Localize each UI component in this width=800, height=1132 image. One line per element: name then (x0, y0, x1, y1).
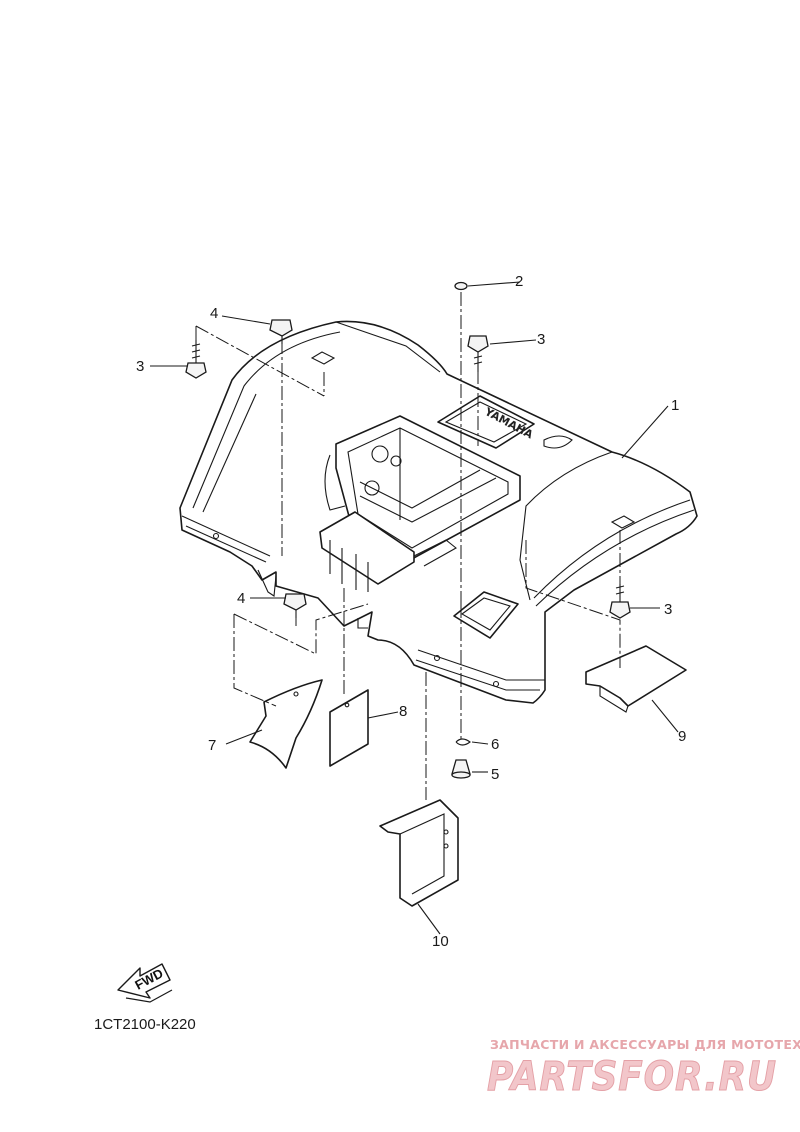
fwd-arrow-icon: FWD (117, 963, 173, 1003)
screw-3-left (185, 340, 207, 379)
callout-9: 9 (678, 728, 686, 745)
callout-3-left: 3 (136, 358, 144, 375)
plate-8 (329, 689, 369, 767)
callout-4-bottom: 4 (237, 590, 245, 607)
cap-plug-2 (454, 281, 468, 291)
mud-flap-7 (249, 679, 323, 769)
cover-9 (585, 645, 687, 713)
callout-5: 5 (491, 766, 499, 783)
callout-2: 2 (515, 273, 523, 290)
callout-4-top: 4 (210, 305, 218, 322)
callout-10: 10 (432, 933, 449, 950)
clip-6 (455, 738, 471, 746)
callout-6: 6 (491, 736, 499, 753)
watermark-tagline: ЗАПЧАСТИ И АКСЕССУАРЫ ДЛЯ МОТОТЕХНИКИ (490, 1037, 800, 1052)
callout-3-center: 3 (537, 331, 545, 348)
screw-3-center (467, 335, 489, 372)
callout-3-right: 3 (664, 601, 672, 618)
nut-5 (451, 759, 471, 779)
watermark-logo: PARTSFOR.RU (487, 1054, 777, 1100)
bolt-4-bottom (283, 593, 307, 618)
screw-3-right (609, 584, 631, 619)
rear-fender: YAMAHA (179, 320, 698, 704)
callout-7: 7 (208, 737, 216, 754)
callout-8: 8 (399, 703, 407, 720)
diagram-code: 1CT2100-K220 (94, 1016, 196, 1033)
callout-1: 1 (671, 397, 679, 414)
watermark: ЗАПЧАСТИ И АКСЕССУАРЫ ДЛЯ МОТОТЕХНИКИ PA… (487, 1037, 800, 1101)
guard-10 (379, 799, 459, 907)
